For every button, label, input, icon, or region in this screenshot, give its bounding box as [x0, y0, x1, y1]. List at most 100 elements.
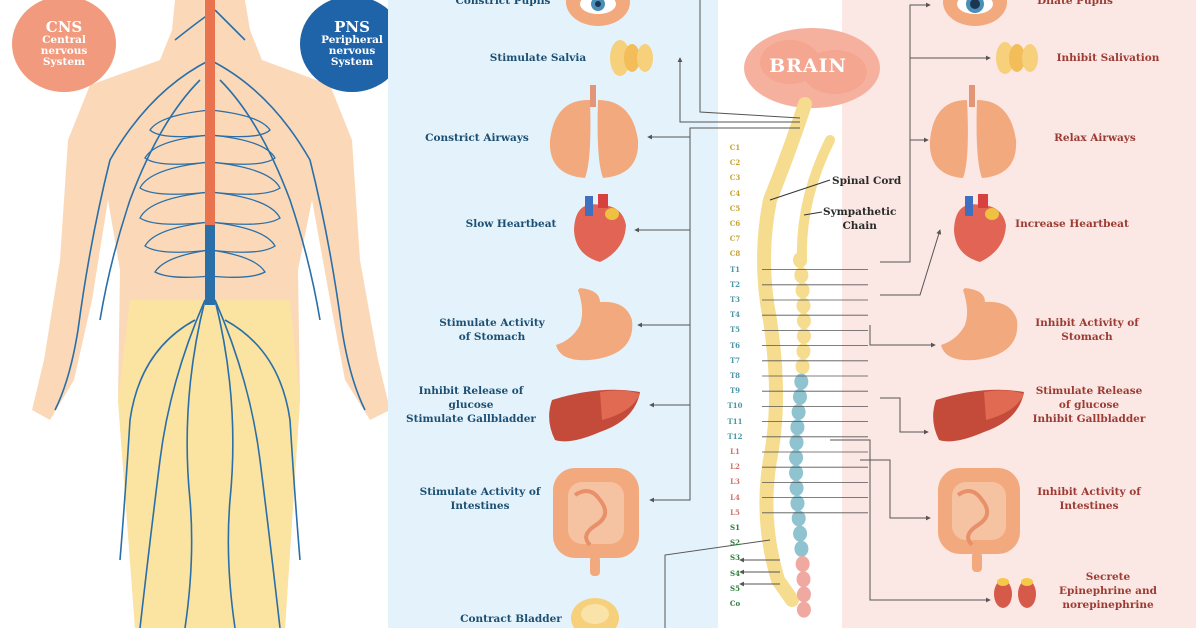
ganglion-t4	[790, 419, 805, 436]
label-line: Intestines	[1059, 500, 1119, 513]
liver-icon	[549, 389, 640, 442]
spinal-cord-label: Spinal Cord	[832, 175, 902, 187]
lungs-icon	[549, 85, 639, 178]
ganglion-t10	[791, 510, 806, 527]
cns-line1: Central	[42, 34, 86, 47]
eye-icon-right	[943, 0, 1007, 26]
label-line: Stimulate Gallbladder	[406, 413, 536, 426]
ganglion-t6	[789, 449, 804, 466]
segment-c5: C5	[729, 203, 741, 213]
cns-line2: nervous	[40, 45, 88, 58]
segment-s2: S2	[730, 538, 740, 548]
salivary-gland-icon-right	[996, 42, 1038, 74]
segment-c6: C6	[729, 219, 741, 228]
ganglion-t8	[789, 480, 804, 496]
sympathetic-chain-label: Sympathetic Chain	[823, 205, 896, 233]
label-line: Increase Heartbeat	[1015, 218, 1129, 230]
stomach-icon-right	[941, 288, 1018, 361]
label-line: Dilate Pupils	[1037, 0, 1113, 7]
segment-co: Co	[729, 599, 741, 608]
ganglion-t9	[790, 495, 805, 512]
intestines-icon-right	[938, 468, 1020, 572]
label-relax-airways: Relax Airways	[1050, 131, 1140, 145]
salivary-gland-icon	[610, 40, 653, 76]
segment-t3: T3	[729, 295, 741, 304]
ganglion-c4	[796, 297, 811, 314]
ganglion-c7	[796, 343, 811, 360]
ganglion-t11	[793, 525, 808, 542]
segment-t1: T1	[729, 264, 741, 274]
segment-lines	[762, 269, 868, 514]
kidneys-icon	[994, 578, 1036, 608]
heart-icon	[574, 194, 626, 262]
label-line: Stimulate Activity of	[419, 486, 541, 498]
segment-t2: T2	[729, 279, 741, 289]
ganglion-t1	[794, 373, 809, 390]
segment-t8: T8	[729, 371, 741, 380]
lungs-icon-right	[929, 85, 1017, 178]
segment-l3: L3	[730, 477, 740, 487]
segment-t11: T11	[727, 416, 743, 426]
ganglion-l1	[795, 556, 810, 572]
segment-l4: L4	[730, 492, 740, 502]
bladder-icon	[571, 598, 619, 628]
label-increase-heartbeat: Increase Heartbeat	[1012, 217, 1132, 231]
label-contract-bladder: Contract Bladder	[452, 612, 570, 626]
segment-t9: T9	[729, 386, 741, 396]
ganglion-c1	[793, 252, 807, 268]
eye-icon	[566, 0, 630, 26]
segment-c1: C1	[729, 143, 741, 152]
label-line: Stomach	[1061, 331, 1113, 344]
label-inhibit-salivation: Inhibit Salivation	[1050, 51, 1166, 65]
human-body-figure	[32, 0, 388, 628]
spinal-cord-pointer	[769, 179, 831, 201]
pns-line1: Peripheral	[321, 34, 383, 47]
label-slow-heartbeat: Slow Heartbeat	[456, 217, 566, 231]
ganglion-l2	[796, 571, 811, 588]
segment-c2: C2	[729, 158, 741, 168]
ganglion-t2	[792, 388, 807, 405]
label-line: Contract Bladder	[460, 613, 562, 625]
segment-t5: T5	[729, 325, 741, 335]
pns-badge: PNS Peripheral nervous System	[300, 0, 404, 92]
cns-line3: System	[42, 56, 86, 69]
segment-t12: T12	[727, 431, 743, 441]
label-line: Intestines	[450, 500, 510, 513]
sympathetic-chain-pointer	[803, 211, 823, 216]
label-line: Constrict Pupils	[455, 0, 551, 7]
segment-l5: L5	[730, 507, 740, 517]
segment-s4: S4	[730, 568, 740, 578]
stomach-icon	[556, 288, 633, 361]
ganglion-l3	[796, 586, 811, 603]
brain-label: BRAIN	[769, 55, 847, 77]
segment-t10: T10	[727, 401, 743, 411]
label-line: Slow Heartbeat	[465, 218, 557, 230]
ganglion-c2	[794, 267, 809, 284]
label-line: Inhibit Salivation	[1056, 52, 1160, 64]
ganglion-t5	[789, 434, 804, 451]
sympathetic-chain	[796, 135, 835, 265]
label-line: of glucose	[1058, 399, 1120, 412]
ganglion-c3	[795, 282, 810, 299]
spinal-cord	[757, 97, 812, 607]
ganglion-t12	[794, 540, 809, 557]
label-line: Secrete	[1085, 571, 1131, 583]
label-line: Constrict Airways	[425, 132, 529, 144]
label-line: of Stomach	[458, 331, 526, 344]
label-line: Stimulate Activity	[439, 317, 545, 329]
parasympathetic-connectors	[634, 0, 801, 628]
segment-c8: C8	[729, 249, 741, 259]
pns-line3: System	[330, 56, 374, 69]
ganglion-c8	[795, 358, 810, 375]
segment-s5: S5	[730, 583, 740, 593]
label-line: Relax Airways	[1054, 132, 1136, 144]
heart-icon-right	[954, 194, 1006, 262]
ganglion-l4	[796, 601, 811, 618]
label-stimulate-stomach: Stimulate Activity of Stomach	[432, 316, 552, 344]
label-line: Stimulate Release	[1035, 385, 1143, 397]
ganglion-t7	[789, 464, 804, 481]
